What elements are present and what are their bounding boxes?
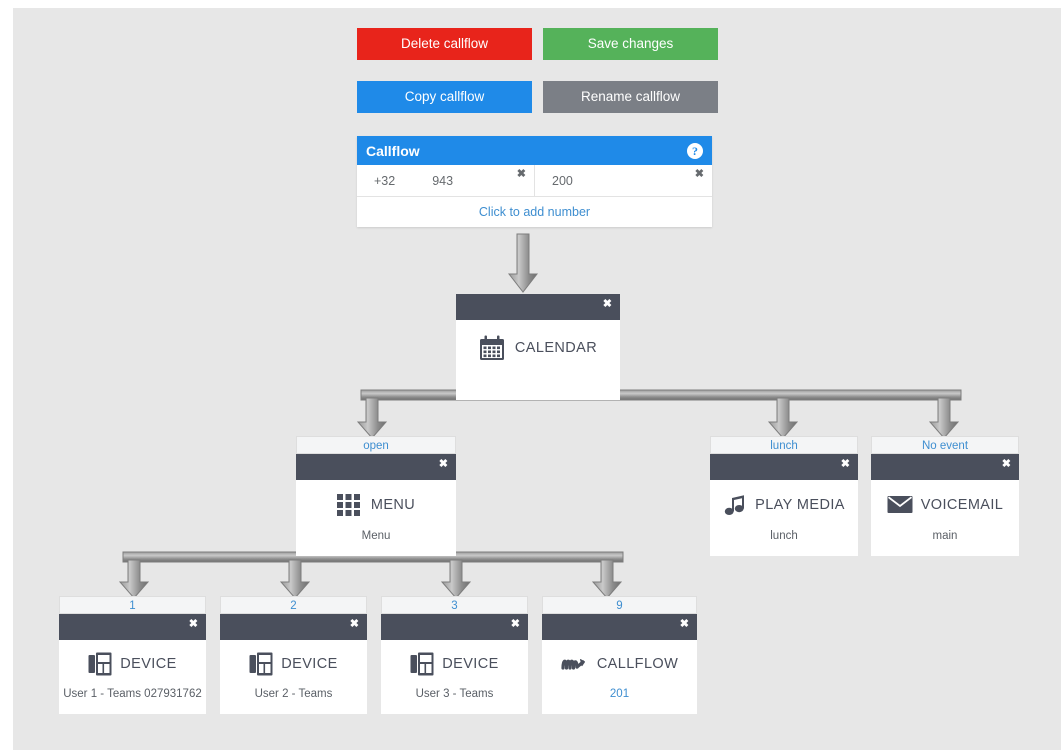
node-callflow-201[interactable]: ✖ CALLFLOW 201 (542, 614, 697, 714)
help-icon[interactable]: ? (687, 142, 703, 159)
copy-callflow-button[interactable]: Copy callflow (357, 81, 532, 113)
callflow-panel-header: Callflow ? (357, 136, 712, 165)
node-header: ✖ (710, 454, 858, 480)
node-subtitle: User 2 - Teams (220, 688, 367, 714)
node-device-3[interactable]: ✖ DEVICE User 3 - Teams (381, 614, 528, 714)
node-title: PLAY MEDIA (755, 497, 845, 513)
calendar-icon (479, 335, 505, 361)
branch-label-9[interactable]: 9 (542, 596, 697, 614)
remove-number-icon[interactable]: ✖ (516, 168, 526, 180)
node-header: ✖ (59, 614, 206, 640)
remove-node-icon[interactable]: ✖ (1001, 458, 1011, 470)
number-prefix: 200 (552, 173, 573, 188)
node-body: CALLFLOW (542, 640, 697, 688)
node-title: DEVICE (281, 656, 338, 672)
node-title: CALLFLOW (596, 656, 679, 672)
node-subtitle: User 1 - Teams 027931762 (59, 688, 206, 714)
node-calendar[interactable]: ✖ CALEND (456, 294, 620, 400)
connector-calendar-branches (356, 389, 962, 439)
remove-node-icon[interactable]: ✖ (188, 618, 198, 630)
remove-node-icon[interactable]: ✖ (510, 618, 520, 630)
callflow-panel-title: Callflow (366, 142, 420, 159)
branch-label-no-event[interactable]: No event (871, 436, 1019, 454)
save-changes-button[interactable]: Save changes (543, 28, 718, 60)
callflow-number-cell[interactable]: 200 ✖ (534, 165, 712, 196)
connector-root-arrow (507, 233, 539, 293)
callflow-number-row: +32 943 ✖ 200 ✖ (357, 165, 712, 197)
node-device-2[interactable]: ✖ DEVICE User 2 - Teams (220, 614, 367, 714)
node-title: DEVICE (120, 656, 177, 672)
node-device-1[interactable]: ✖ DEVICE User 1 - Teams 027931762 (59, 614, 206, 714)
number-body: 943 (432, 173, 454, 188)
play-media-icon (723, 493, 747, 517)
node-menu[interactable]: ✖ MENU Menu (296, 454, 456, 556)
remove-node-icon[interactable]: ✖ (438, 458, 448, 470)
node-play-media[interactable]: ✖ PLAY MEDIA lunch (710, 454, 858, 556)
callflow-icon (561, 653, 589, 675)
branch-label-1[interactable]: 1 (59, 596, 206, 614)
remove-node-icon[interactable]: ✖ (349, 618, 359, 630)
remove-node-icon[interactable]: ✖ (840, 458, 850, 470)
node-voicemail[interactable]: ✖ VOICEMAIL main (871, 454, 1019, 556)
remove-node-icon[interactable]: ✖ (679, 618, 689, 630)
node-body: DEVICE (220, 640, 367, 688)
branch-label-2[interactable]: 2 (220, 596, 367, 614)
connector-menu-children (118, 551, 624, 599)
delete-callflow-button[interactable]: Delete callflow (357, 28, 532, 60)
remove-node-icon[interactable]: ✖ (602, 298, 612, 310)
device-icon (249, 652, 273, 676)
node-subtitle: Menu (296, 530, 456, 556)
node-subtitle: lunch (710, 530, 858, 556)
add-number-button[interactable]: Click to add number (478, 205, 591, 219)
node-body: DEVICE (59, 640, 206, 688)
node-title: CALENDAR (514, 340, 598, 356)
node-title: VOICEMAIL (920, 497, 1004, 513)
callflow-canvas: Delete callflow Save changes Copy callfl… (13, 8, 1061, 750)
node-header: ✖ (871, 454, 1019, 480)
voicemail-icon (887, 495, 913, 515)
node-subtitle: 201 (542, 688, 697, 714)
node-title: MENU (370, 497, 416, 513)
remove-number-icon[interactable]: ✖ (694, 168, 704, 180)
device-icon (410, 652, 434, 676)
node-header: ✖ (381, 614, 528, 640)
branch-label-open[interactable]: open (296, 436, 456, 454)
node-header: ✖ (542, 614, 697, 640)
node-body: PLAY MEDIA (710, 480, 858, 530)
node-subtitle: main (871, 530, 1019, 556)
node-body: CALENDAR (456, 320, 620, 376)
node-body: MENU (296, 480, 456, 530)
rename-callflow-button[interactable]: Rename callflow (543, 81, 718, 113)
node-subtitle (456, 376, 620, 400)
node-title: DEVICE (442, 656, 499, 672)
branch-label-lunch[interactable]: lunch (710, 436, 858, 454)
menu-grid-icon (336, 493, 361, 517)
callflow-panel: Callflow ? +32 943 ✖ 200 ✖ Click to add … (357, 136, 712, 227)
branch-label-3[interactable]: 3 (381, 596, 528, 614)
node-body: DEVICE (381, 640, 528, 688)
node-header: ✖ (296, 454, 456, 480)
device-icon (88, 652, 112, 676)
node-header: ✖ (220, 614, 367, 640)
node-body: VOICEMAIL (871, 480, 1019, 530)
number-prefix: +32 (374, 173, 396, 188)
callflow-number-cell[interactable]: +32 943 ✖ (357, 165, 534, 196)
node-header: ✖ (456, 294, 620, 320)
node-subtitle: User 3 - Teams (381, 688, 528, 714)
